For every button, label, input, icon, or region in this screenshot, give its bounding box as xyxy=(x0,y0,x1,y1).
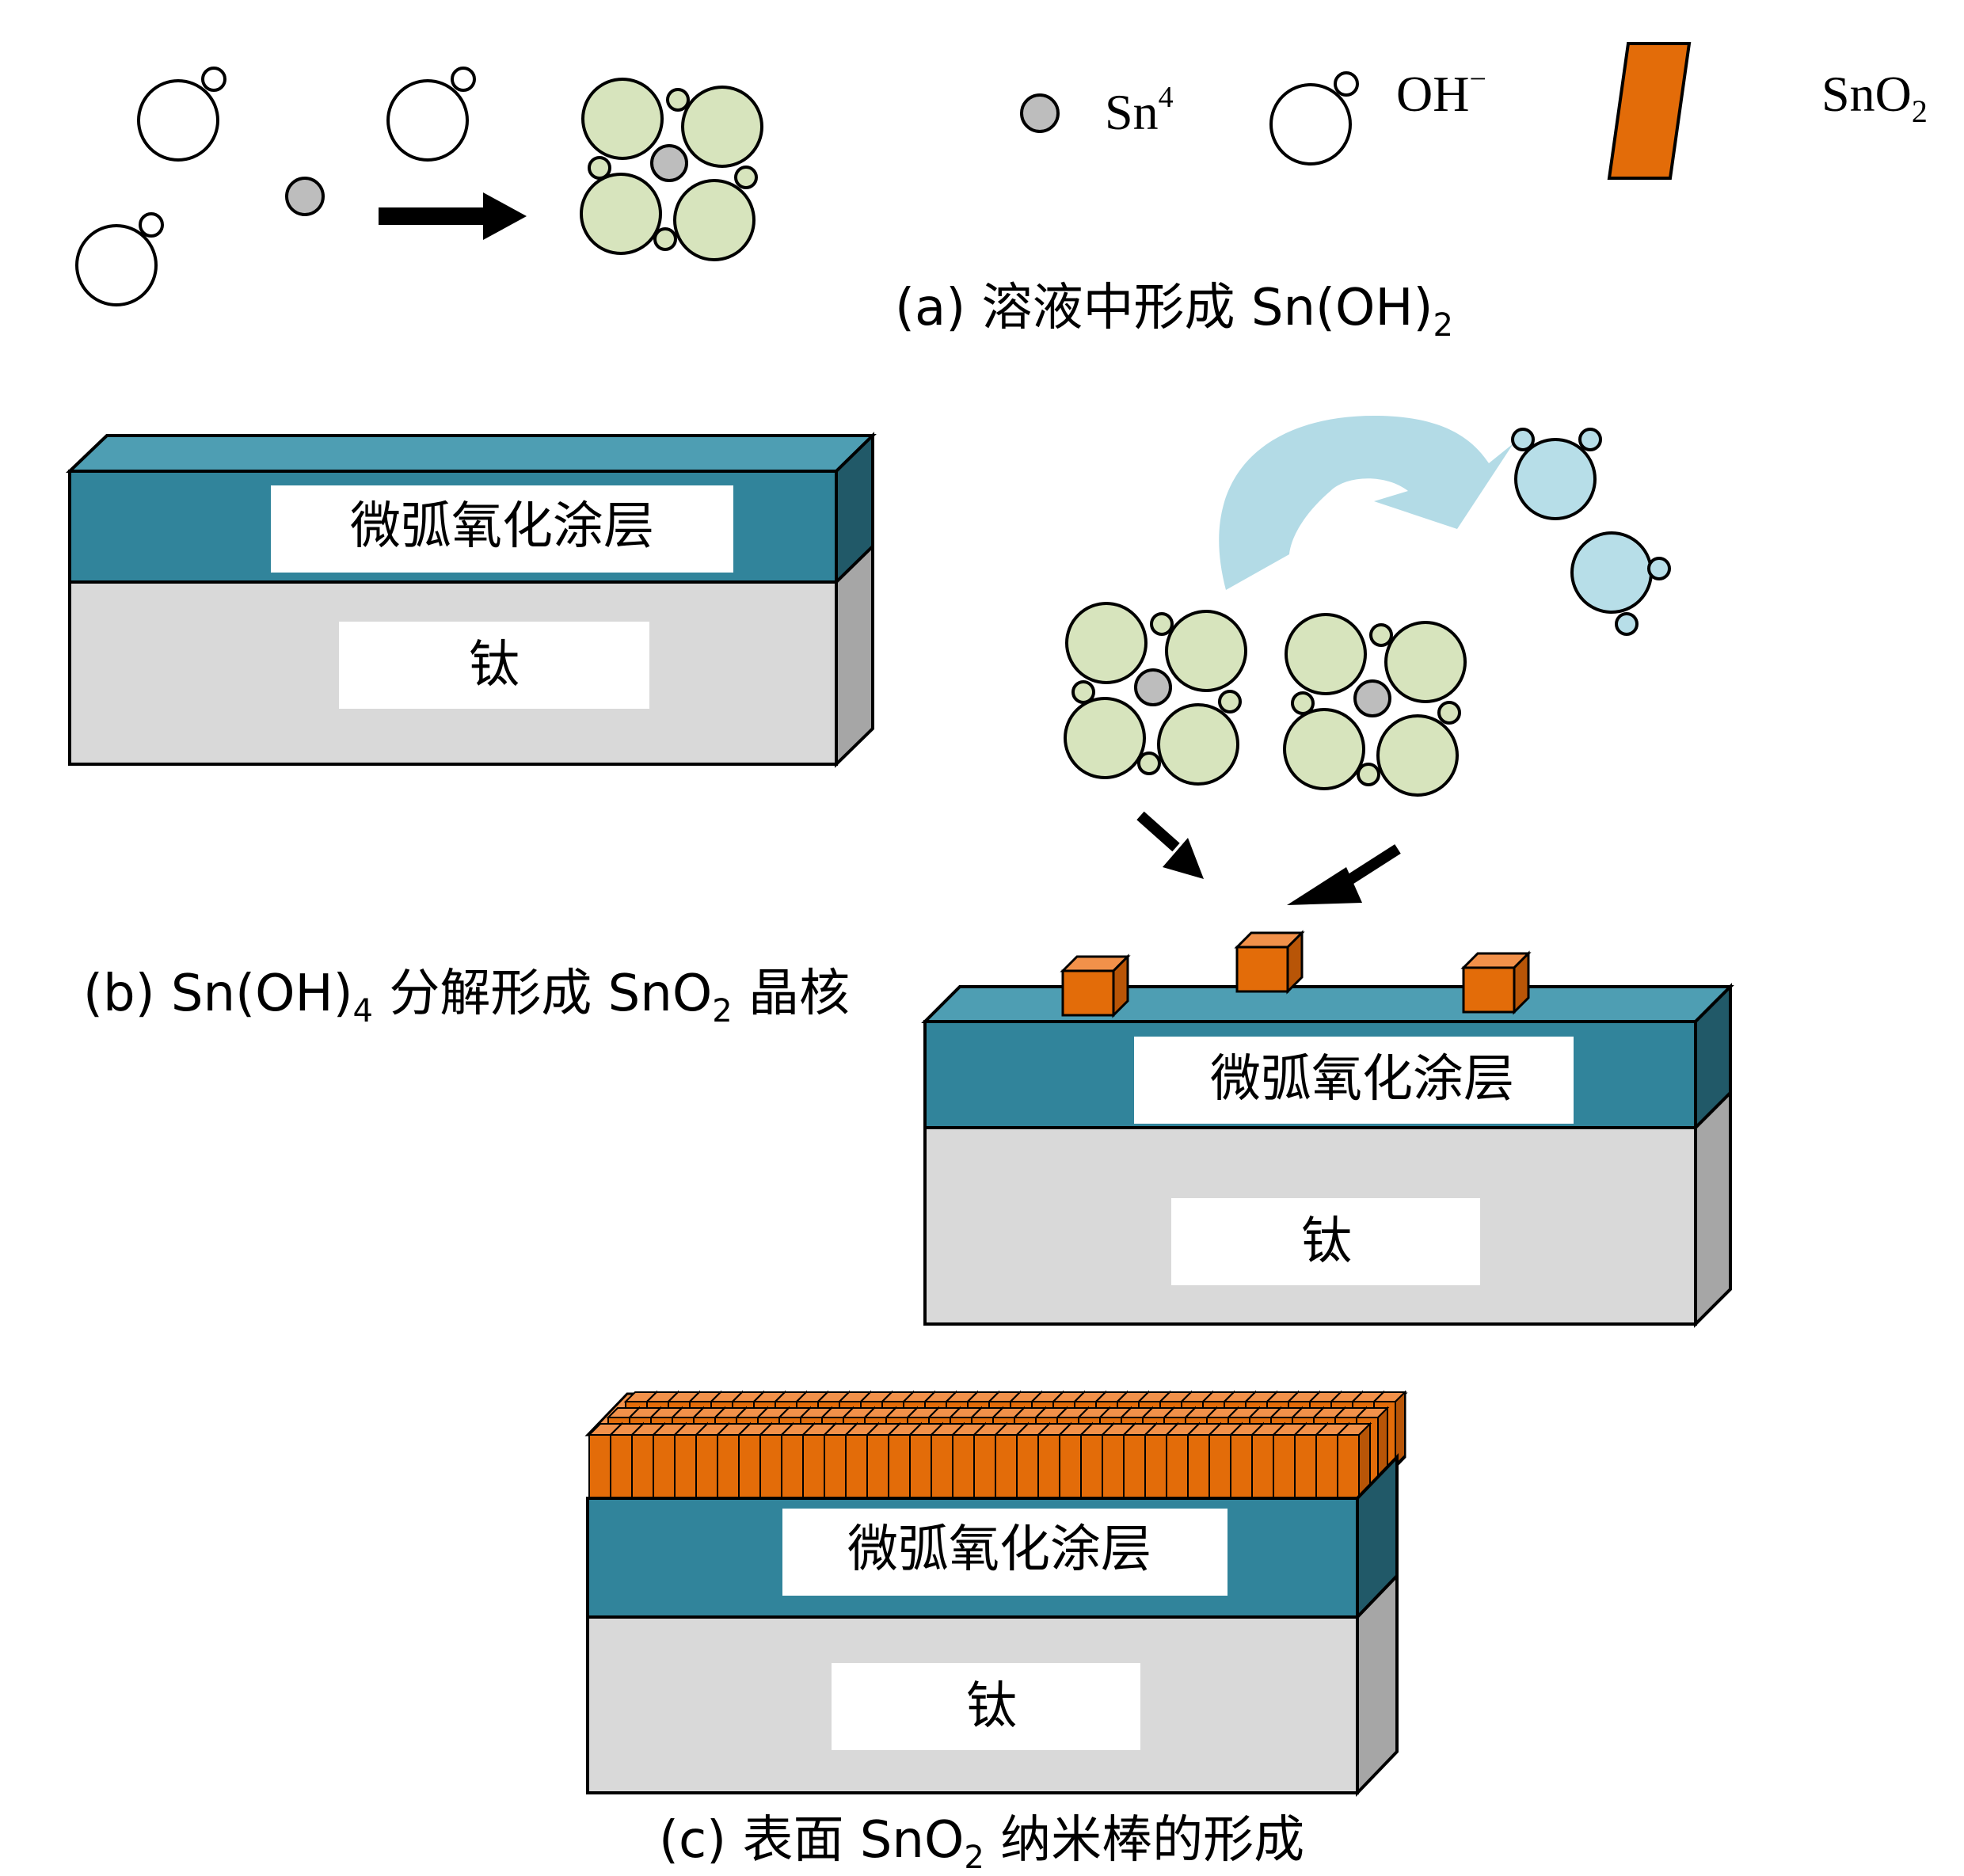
block-c: 微弧氧化涂层 钛 xyxy=(584,1390,1408,1797)
block-b-right: 微弧氧化涂层 钛 xyxy=(921,930,1734,1328)
legend: Sn4 OH− SnO2 xyxy=(1020,42,1928,180)
sno2-nucleus xyxy=(1234,930,1305,995)
legend-oh-label: OH− xyxy=(1396,63,1486,122)
coating-label: 微弧氧化涂层 xyxy=(1210,1050,1514,1109)
deposition-arrow xyxy=(1136,811,1204,879)
deposition-arrow xyxy=(1287,844,1401,905)
coating-label: 微弧氧化涂层 xyxy=(847,1520,1151,1579)
substrate-label: 钛 xyxy=(966,1677,1017,1736)
substrate-label: 钛 xyxy=(1301,1212,1352,1271)
snoh-cluster xyxy=(1283,613,1467,797)
sn-ion xyxy=(285,177,325,216)
coating-label: 微弧氧化涂层 xyxy=(350,497,654,556)
sno2-nanorod xyxy=(1335,1421,1372,1502)
sno2-nucleus xyxy=(1060,953,1131,1018)
legend-sn-icon xyxy=(1020,93,1060,133)
water-molecule xyxy=(1511,428,1602,520)
legend-sno2-label: SnO2 xyxy=(1821,66,1928,129)
snoh-cluster xyxy=(580,78,763,261)
reaction-arrow xyxy=(379,192,527,240)
substrate-label: 钛 xyxy=(469,636,520,694)
oh-ion xyxy=(75,212,164,306)
legend-sno2-icon xyxy=(1607,42,1692,180)
legend-oh-icon xyxy=(1269,71,1359,166)
oh-ion xyxy=(386,67,476,162)
block-b-left: 微弧氧化涂层 钛 xyxy=(66,432,877,768)
panel-a xyxy=(75,67,763,306)
caption-c: (c) 表面 SnO2 纳米棒的形成 xyxy=(659,1811,1304,1876)
nanorod-row-front xyxy=(587,1421,1372,1502)
sno2-nucleus xyxy=(1460,950,1532,1015)
snoh-cluster xyxy=(1064,602,1247,786)
caption-b: (b) Sn(OH)4 分解形成 SnO2 晶核 xyxy=(83,965,850,1029)
caption-a: (a) 溶液中形成 Sn(OH)2 xyxy=(895,279,1453,344)
legend-sn-label: Sn4 xyxy=(1105,81,1174,140)
water-molecule xyxy=(1570,531,1671,636)
curved-arrow xyxy=(1219,416,1513,590)
oh-ion xyxy=(137,67,226,162)
sno2-nanorod xyxy=(1100,1421,1137,1502)
